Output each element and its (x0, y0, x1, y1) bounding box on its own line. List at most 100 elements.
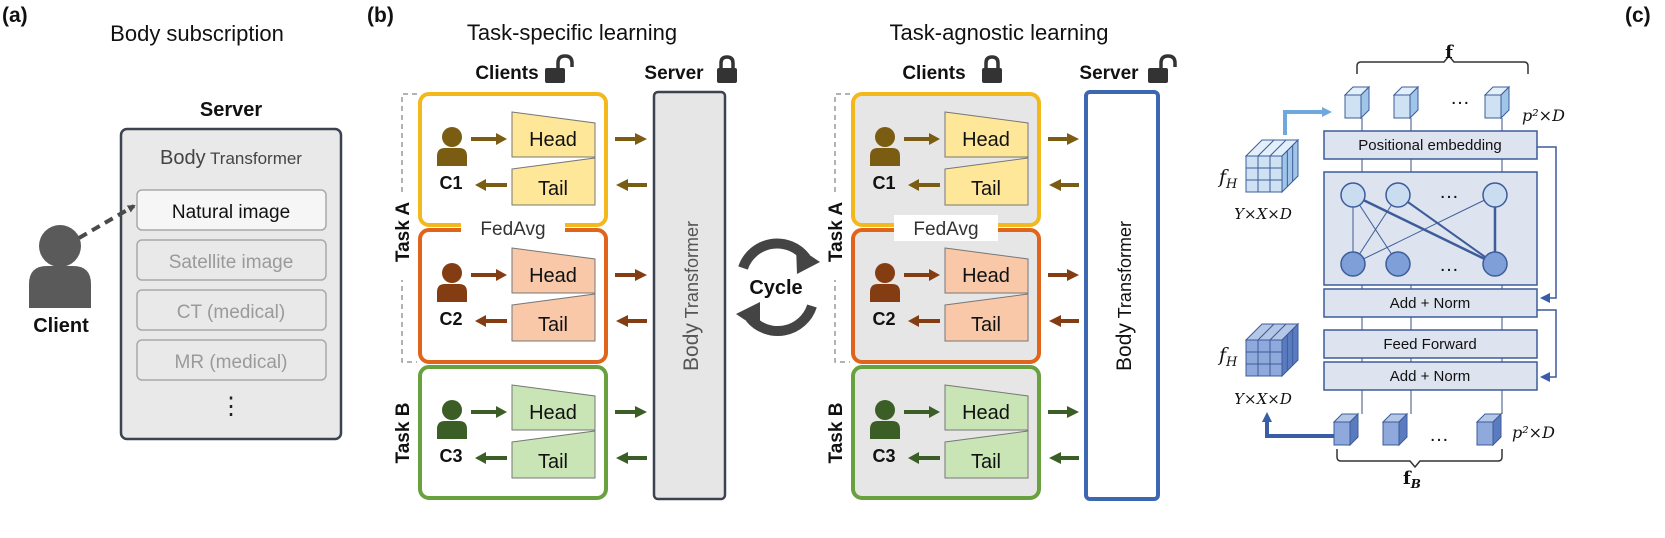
body-transformer-title-a: Body Transformer (160, 147, 302, 169)
clients-label-right: Clients (902, 63, 965, 84)
panel-a-label: (a) (2, 4, 28, 27)
tail-module[interactable] (511, 157, 596, 206)
attention-node-bottom (1385, 251, 1411, 277)
panel-c: (c) f … p²×D Positional embedding … … Ad… (1217, 4, 1651, 491)
body-transformer-label-left: Body Transformer (680, 221, 703, 371)
panel-c-label: (c) (1625, 4, 1651, 27)
panel-b: (b) Task-specific learning Task-agnostic… (367, 4, 1177, 501)
feature-cube-top (1244, 138, 1300, 194)
yxd-bottom: Y×X×D (1234, 390, 1292, 408)
head-label: Head (962, 265, 1010, 287)
lock-icon-server-left (717, 55, 737, 83)
task-a-label-left: Task A (393, 202, 414, 262)
add-norm-block-1 (1323, 288, 1538, 318)
client-id-label: C3 (872, 446, 895, 466)
attention-graph (1340, 182, 1508, 277)
tail-module[interactable] (944, 293, 1029, 342)
head-label: Head (529, 265, 577, 287)
item-mr: MR (medical) (175, 352, 288, 373)
positional-embedding-label: Positional embedding (1358, 137, 1501, 154)
item-natural-image-box[interactable] (136, 189, 327, 231)
head-label: Head (962, 402, 1010, 424)
fedavg-label-right-bg (894, 215, 998, 241)
tail-label: Tail (538, 314, 568, 336)
input-token-1 (1392, 85, 1420, 120)
item-satellite-image-box[interactable] (136, 239, 327, 281)
item-mr-box[interactable] (136, 339, 327, 381)
head-module[interactable] (944, 111, 1029, 158)
cycle-icon (736, 238, 820, 336)
tail-label: Tail (538, 178, 568, 200)
input-token-0 (1343, 85, 1371, 120)
fh-top: fH (1217, 166, 1238, 192)
flow-arrows (904, 133, 1079, 191)
tail-module[interactable] (944, 157, 1029, 206)
feature-cube-bottom (1244, 322, 1300, 378)
attention-node-top (1482, 182, 1508, 208)
tail-module[interactable] (511, 430, 596, 479)
person-icon (870, 127, 900, 166)
bottom-tokens (1332, 412, 1503, 447)
attention-node-top (1385, 182, 1411, 208)
head-module[interactable] (944, 247, 1029, 294)
panel-a-title: Body subscription (110, 21, 284, 46)
residual-1 (1537, 146, 1557, 303)
tail-module[interactable] (944, 430, 1029, 479)
head-module[interactable] (511, 111, 596, 158)
client-label-a: Client (33, 315, 89, 337)
panel-b-label: (b) (367, 4, 394, 27)
flow-arrows (471, 133, 647, 191)
tail-label: Tail (538, 451, 568, 473)
add-norm-label-2: Add + Norm (1390, 368, 1470, 385)
tail-module[interactable] (511, 293, 596, 342)
item-ct-box[interactable] (136, 289, 327, 331)
body-transformer-label-right: Body Transformer (1113, 221, 1136, 371)
panel-a: (a) Body subscription Server Body Transf… (2, 4, 343, 441)
person-icon (437, 263, 467, 302)
output-token-1 (1381, 412, 1409, 447)
person-icon (870, 263, 900, 302)
fedavg-label-left-bg (461, 215, 565, 241)
locks (545, 54, 1177, 83)
bottom-dots: … (1429, 424, 1449, 446)
add-norm-block-2 (1323, 361, 1538, 391)
fh-bottom: fH (1217, 344, 1238, 370)
input-arrow (1283, 107, 1332, 135)
output-token-0 (1332, 412, 1360, 447)
tail-label: Tail (971, 178, 1001, 200)
client-id-label: C2 (439, 309, 462, 329)
top-brace (1356, 54, 1529, 74)
flow-arrows (904, 406, 1079, 464)
positional-embedding-block (1323, 130, 1538, 160)
head-module[interactable] (944, 384, 1029, 431)
head-module[interactable] (511, 247, 596, 294)
output-arrow (1262, 412, 1339, 438)
flow-arrows (904, 269, 1079, 327)
server-label-left: Server (644, 63, 704, 84)
attention-node-top (1340, 182, 1366, 208)
task-a-label-right: Task A (826, 202, 847, 262)
fedavg-label-right: FedAvg (913, 219, 978, 240)
head-module[interactable] (511, 384, 596, 431)
head-label: Head (962, 129, 1010, 151)
task-b-label-left: Task B (393, 403, 414, 464)
person-icon (437, 127, 467, 166)
attn-dots-bottom: … (1439, 254, 1459, 276)
person-icon-client (29, 225, 91, 308)
client-id-label: C1 (872, 173, 895, 193)
p2d-top: p²×D (1522, 106, 1565, 125)
person-icon (437, 400, 467, 439)
clients-label-left: Clients (475, 63, 538, 84)
feed-forward-block (1323, 329, 1538, 359)
top-tokens (1343, 85, 1511, 120)
item-natural-image: Natural image (172, 202, 290, 223)
fedavg-label-left: FedAvg (480, 219, 545, 240)
unlocked-icon-server-right (1148, 54, 1177, 83)
flow-arrows (471, 406, 647, 464)
